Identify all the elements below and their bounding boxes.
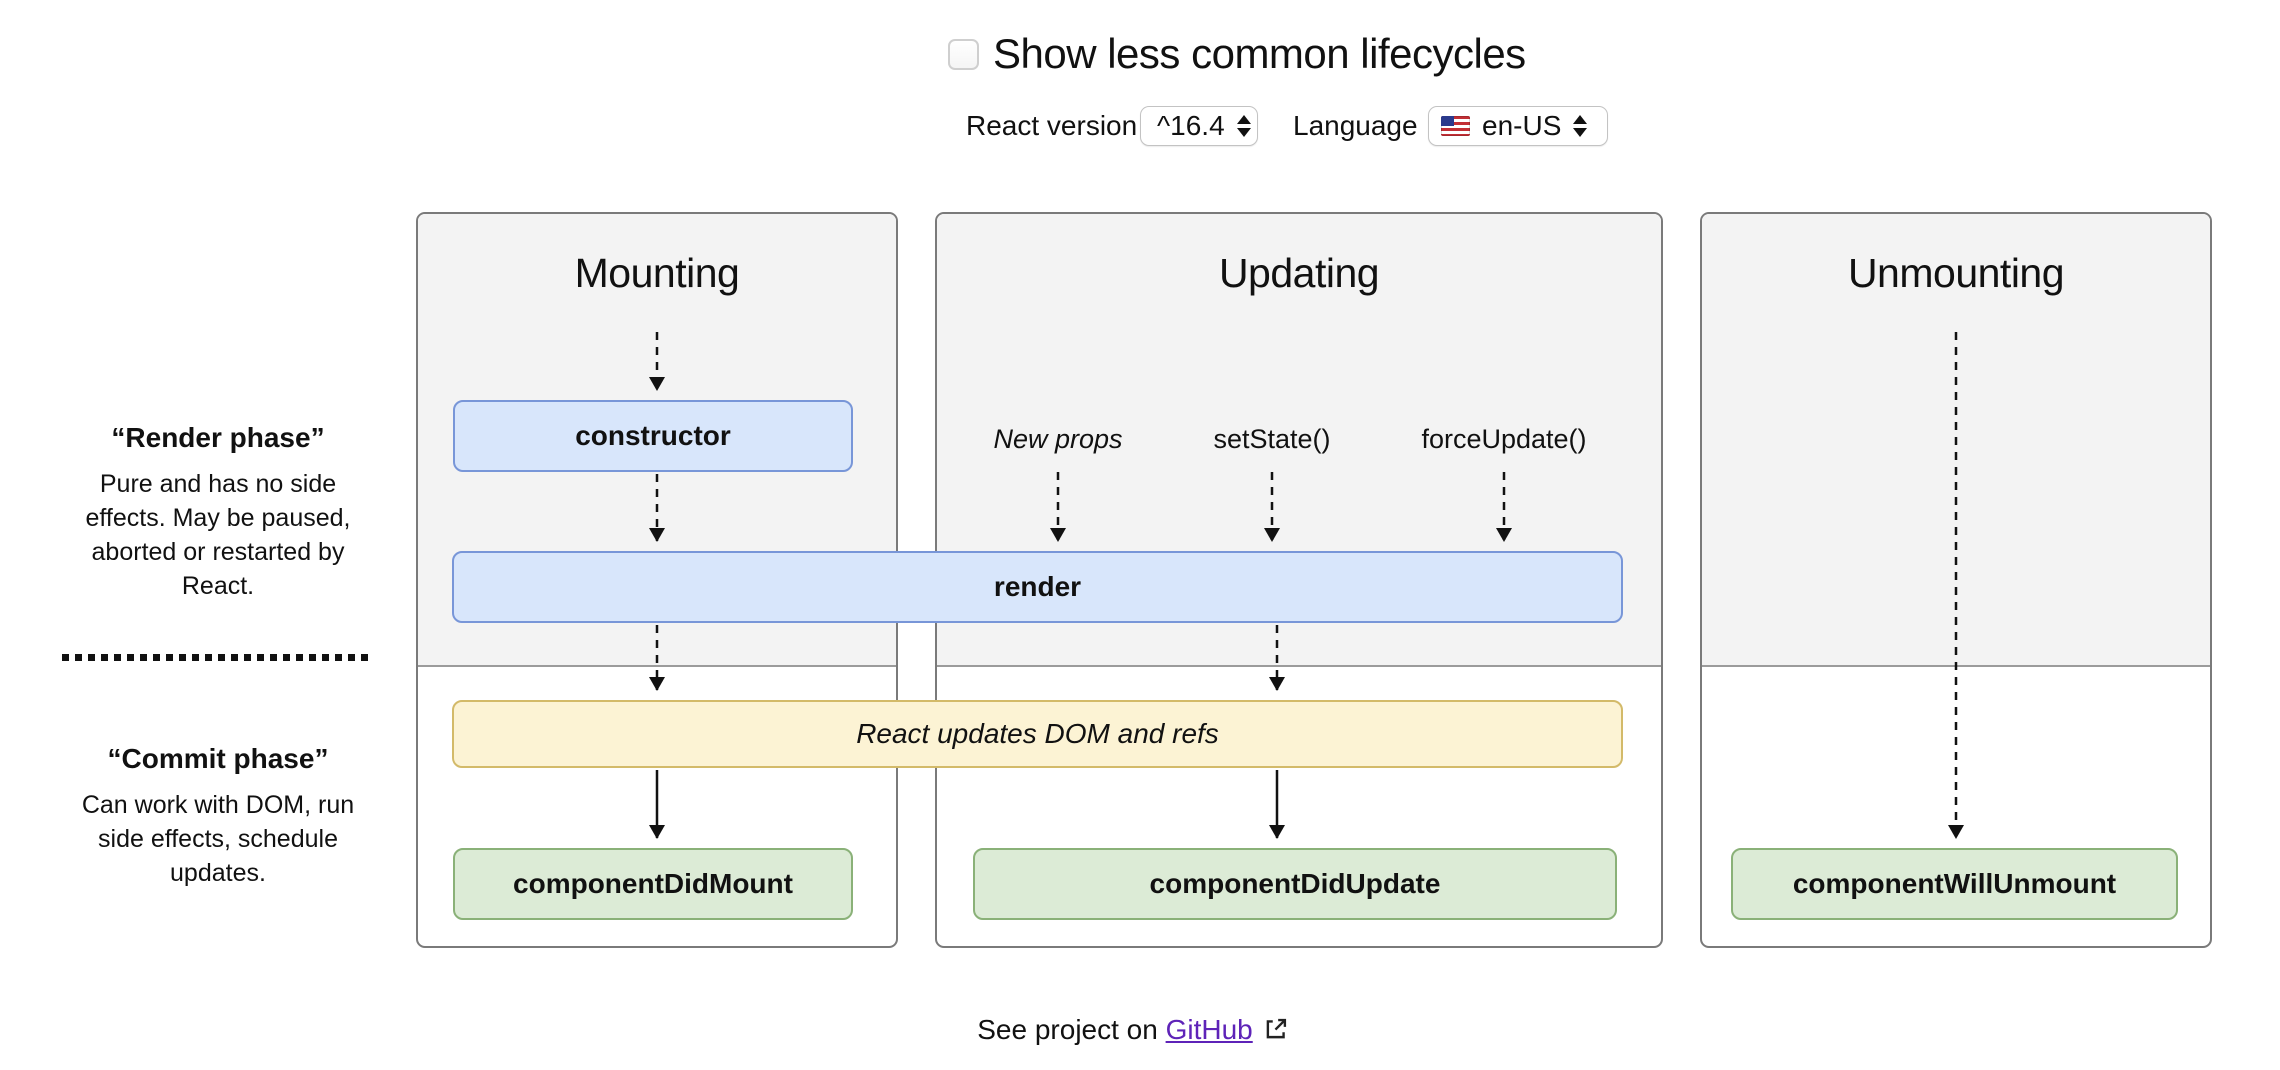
trigger-force-update: forceUpdate() [1421, 424, 1587, 454]
footer: See project on GitHub [0, 1014, 2266, 1049]
react-updates-dom-box: React updates DOM and refs [452, 700, 1623, 768]
render-phase-title: “Render phase” [111, 422, 325, 453]
commit-phase-title: “Commit phase” [107, 743, 329, 774]
updating-title: Updating [1218, 250, 1380, 296]
constructor-box[interactable]: constructor [453, 400, 853, 472]
phase-divider [62, 654, 374, 661]
show-less-lifecycles-toggle[interactable]: Show less common lifecycles [948, 30, 1526, 78]
github-link[interactable]: GitHub [1165, 1014, 1253, 1045]
react-version-label: React version [966, 110, 1138, 141]
language-select[interactable]: en-US [1428, 106, 1608, 146]
us-flag-icon [1441, 116, 1470, 136]
component-did-update-box[interactable]: componentDidUpdate [973, 848, 1617, 920]
react-version-value: ^16.4 [1157, 110, 1225, 141]
external-link-icon [1263, 1016, 1289, 1049]
commit-phase-description: Can work with DOM, run side effects, sch… [81, 791, 355, 887]
trigger-set-state: setState() [1213, 424, 1331, 454]
trigger-new-props: New props [993, 424, 1123, 454]
select-stepper-icon [1573, 115, 1588, 137]
unmounting-title: Unmounting [1847, 250, 2065, 296]
language-value: en-US [1482, 110, 1562, 141]
render-phase-description: Pure and has no side effects. May be pau… [85, 470, 351, 600]
react-version-select[interactable]: ^16.4 [1140, 106, 1258, 146]
footer-text: See project on [977, 1014, 1166, 1045]
select-stepper-icon [1236, 115, 1251, 137]
render-phase-info: “Render phase” Pure and has no side effe… [63, 422, 373, 603]
page-title: Show less common lifecycles [993, 30, 1526, 77]
show-less-lifecycles-checkbox[interactable] [948, 38, 979, 70]
component-will-unmount-box[interactable]: componentWillUnmount [1731, 848, 2178, 920]
language-label: Language [1293, 110, 1418, 141]
mounting-title: Mounting [574, 250, 740, 296]
render-box[interactable]: render [452, 551, 1623, 623]
component-did-mount-box[interactable]: componentDidMount [453, 848, 853, 920]
commit-phase-info: “Commit phase” Can work with DOM, run si… [63, 743, 373, 890]
unmounting-panel: Unmounting [1700, 212, 2212, 948]
